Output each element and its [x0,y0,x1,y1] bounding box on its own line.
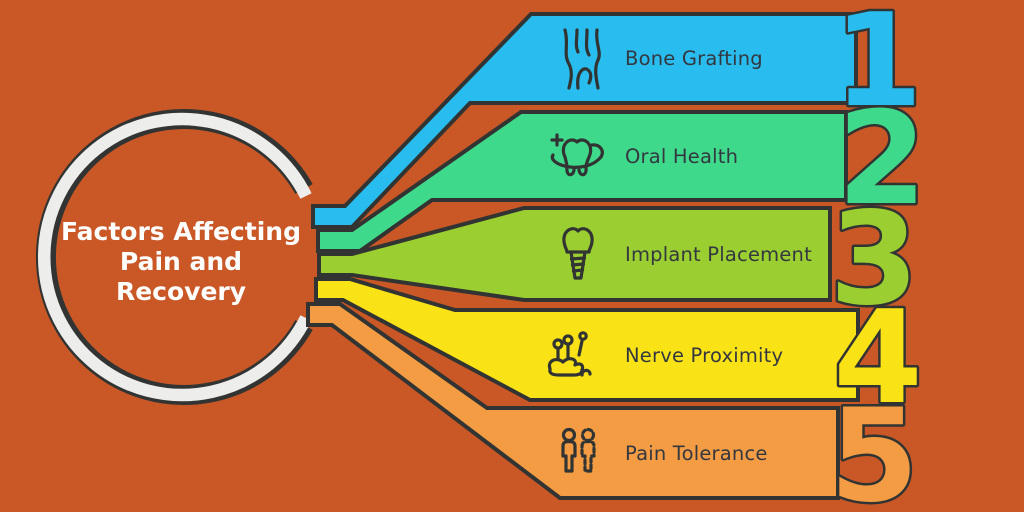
item-number: 4 [833,284,922,433]
item-number: 2 [837,85,926,234]
item-label: Implant Placement [625,243,812,266]
title-circle-ring [37,112,312,402]
ribbon-band-4 [314,277,860,402]
ribbon-band-3 [317,206,832,302]
page-title-line-3: Recovery [116,277,246,306]
oral-health-icon [550,133,604,177]
bone-grafting-icon [563,28,601,90]
dental-implant-icon [562,227,594,280]
item-label: Nerve Proximity [625,344,783,367]
item-number: 5 [829,382,918,512]
pain-tolerance-icon [561,427,596,473]
ribbon-band-2 [316,110,848,253]
item-label: Pain Tolerance [625,442,768,465]
nerve-proximity-icon [547,331,592,377]
item-label: Oral Health [625,145,738,168]
item-number: 1 [833,0,922,136]
item-label: Bone Grafting [625,47,763,70]
page-title-line-2: Pain and [120,247,242,276]
ribbon-band-1 [311,12,858,229]
item-number: 3 [829,185,918,334]
ribbon-band-5 [306,302,840,500]
page-title-line-1: Factors Affecting [61,217,301,246]
